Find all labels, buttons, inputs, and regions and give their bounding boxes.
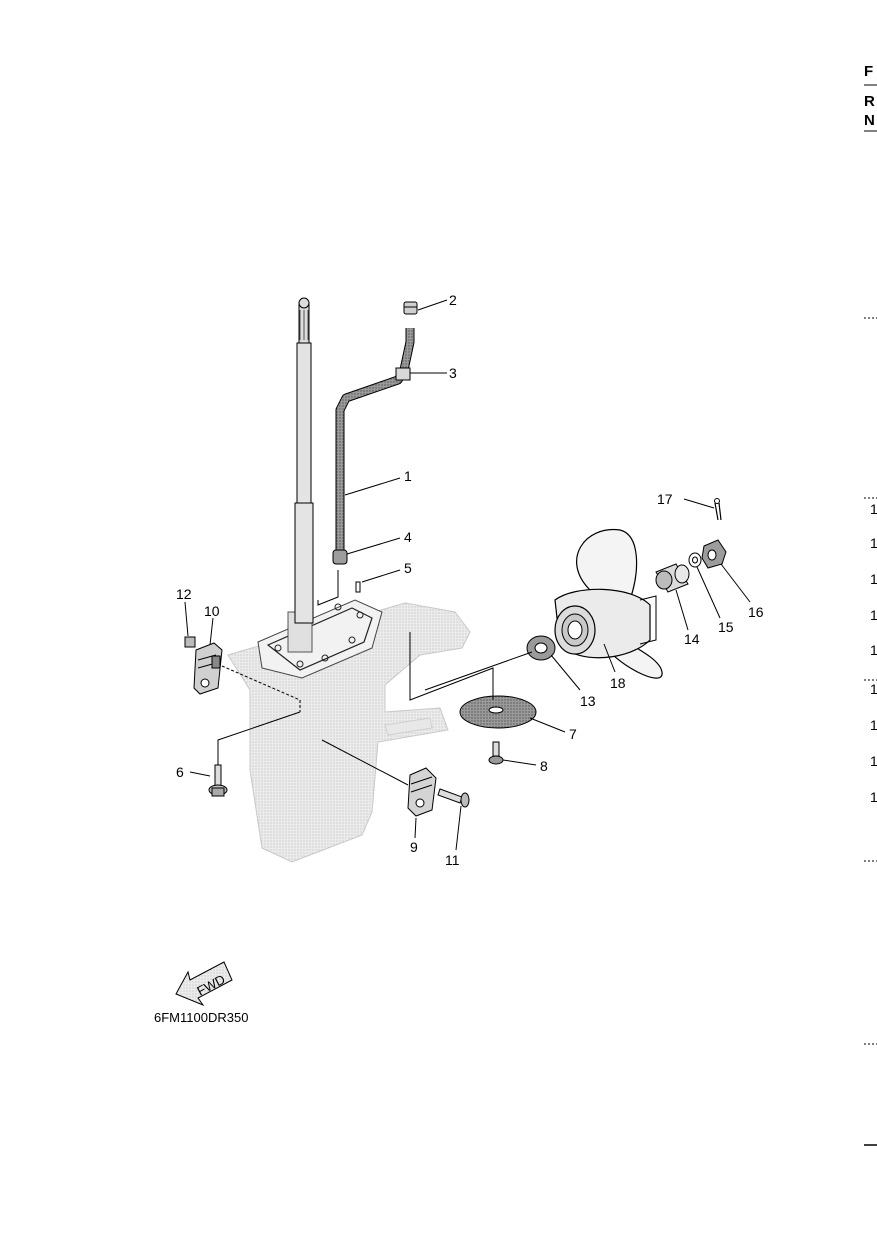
part-label-1: 1 [404,468,412,484]
anode-plate [459,695,537,729]
water-tube [335,328,415,555]
washer-15 [688,552,702,568]
grommet-top [403,301,418,315]
fwd-arrow-icon: FWD [175,961,233,1007]
edge-one-7: 1 [870,717,877,733]
part-label-15: 15 [718,619,734,635]
part-label-17: 17 [657,491,673,507]
edge-one-6: 1 [870,681,877,697]
assembly-guides [217,570,533,786]
propeller [554,528,663,679]
spacer [655,563,690,593]
part-label-8: 8 [540,758,548,774]
edge-one-4: 1 [870,607,877,623]
edge-one-8: 1 [870,753,877,769]
part-label-9: 9 [410,839,418,855]
part-label-16: 16 [748,604,764,620]
part-label-6: 6 [176,764,184,780]
anode-left [184,636,223,695]
edge-one-3: 1 [870,571,877,587]
lower-casing [227,599,471,863]
edge-letter-f: F [864,63,873,80]
edge-letter-r: R [864,93,875,110]
trim-tab [407,767,437,817]
part-label-3: 3 [449,365,457,381]
bolt-6 [208,764,228,797]
part-label-18: 18 [610,675,626,691]
castle-nut [701,539,727,569]
right-edge-cropped: F R N 1 1 1 1 1 1 1 1 1 [864,63,877,1146]
part-label-5: 5 [404,560,412,576]
part-label-14: 14 [684,631,700,647]
cotter-pin [714,498,722,521]
part-label-7: 7 [569,726,577,742]
part-label-11: 11 [445,852,460,868]
edge-one-2: 1 [870,535,877,551]
seal-bottom [332,549,348,565]
edge-one-5: 1 [870,642,877,658]
part-number-labels: 2 3 1 4 5 12 10 6 9 11 7 8 13 18 14 15 1… [176,292,764,868]
leader-lines [184,299,751,851]
bolt-11 [437,788,470,808]
edge-letter-n: N [864,112,875,129]
screw-8 [488,741,504,765]
drive-shaft [294,297,314,624]
thrust-washer [526,635,556,661]
edge-one-1: 1 [870,501,877,517]
part-label-2: 2 [449,292,457,308]
diagram-code: 6FM1100DR350 [154,1010,248,1025]
part-label-10: 10 [204,603,220,619]
part-label-4: 4 [404,529,412,545]
dowel-pin [355,581,361,593]
part-label-13: 13 [580,693,596,709]
part-label-12: 12 [176,586,192,602]
edge-one-9: 1 [870,789,877,805]
